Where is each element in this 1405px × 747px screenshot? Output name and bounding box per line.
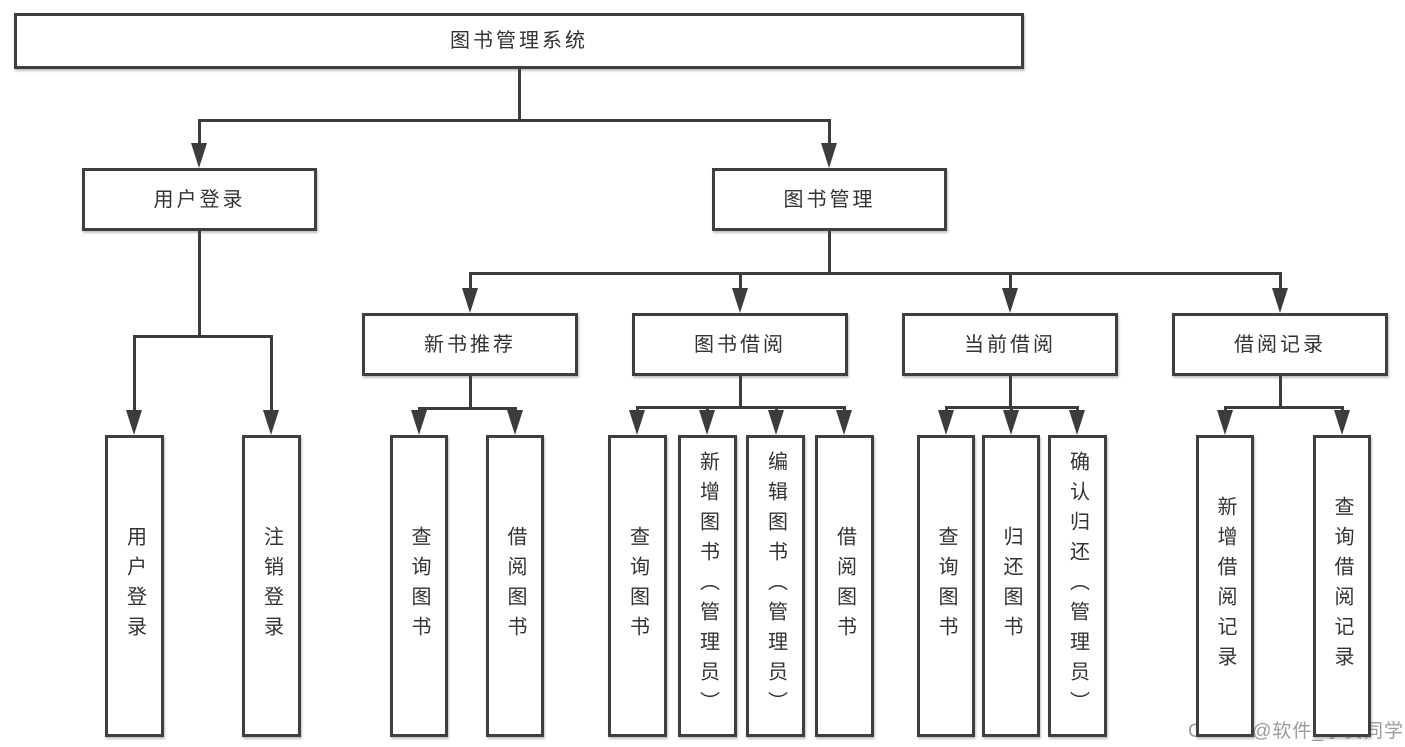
arrow-down-icon	[410, 410, 427, 435]
connector-stem-new-book-children	[468, 376, 472, 410]
connector-drop-new-book-children	[417, 407, 421, 410]
connector-drop-current-borrowing-children	[944, 406, 948, 410]
connector-bus-book-management-children	[468, 272, 1282, 275]
node-leaf-query-book-2: 查询图书	[608, 435, 667, 737]
connector-drop-current-borrowing-children	[1075, 406, 1079, 410]
connector-drop-current-borrowing-children	[1009, 406, 1013, 410]
connector-drop-book-management-children	[1278, 272, 1282, 288]
arrow-down-icon	[506, 410, 523, 435]
node-leaf-confirm-return: 确认归还（管理员）	[1048, 435, 1107, 737]
node-label-leaf-query-book-1: 查询图书	[408, 526, 430, 646]
node-label-leaf-return-book: 归还图书	[1000, 526, 1022, 646]
connector-drop-root-to-level2	[827, 119, 831, 143]
node-book-management: 图书管理	[712, 168, 947, 231]
node-label-leaf-confirm-return: 确认归还（管理员）	[1066, 451, 1089, 721]
connector-drop-new-book-children	[513, 407, 517, 410]
node-label-leaf-query-record: 查询借阅记录	[1331, 496, 1353, 676]
connector-drop-book-borrowing-children	[705, 406, 709, 410]
node-leaf-add-record: 新增借阅记录	[1196, 435, 1254, 737]
arrow-down-icon	[835, 410, 852, 435]
connector-drop-borrow-records-children	[1223, 406, 1227, 410]
arrow-down-icon	[1001, 288, 1018, 313]
connector-drop-borrow-records-children	[1340, 406, 1344, 410]
connector-stem-book-borrowing-children	[738, 376, 742, 409]
node-leaf-borrow-book-1: 借阅图书	[486, 435, 544, 737]
arrow-down-icon	[262, 410, 279, 435]
node-label-leaf-add-record: 新增借阅记录	[1214, 496, 1236, 676]
node-label-user-login-group: 用户登录	[153, 188, 246, 211]
node-label-leaf-borrow-book-1: 借阅图书	[504, 526, 526, 646]
connector-bus-book-borrowing-children	[635, 406, 846, 409]
connector-drop-book-management-children	[468, 272, 472, 288]
arrow-down-icon	[125, 410, 142, 435]
arrow-down-icon	[1068, 410, 1085, 435]
connector-bus-user-login-children	[132, 335, 273, 338]
node-label-leaf-borrow-book-2: 借阅图书	[833, 526, 856, 646]
connector-drop-book-borrowing-children	[842, 406, 846, 410]
arrow-down-icon	[190, 143, 207, 168]
connector-bus-new-book-children	[417, 407, 517, 410]
arrow-down-icon	[1271, 288, 1288, 313]
node-leaf-logout: 注销登录	[242, 435, 301, 737]
node-user-login-group: 用户登录	[82, 168, 317, 231]
node-leaf-query-record: 查询借阅记录	[1313, 435, 1371, 737]
arrow-down-icon	[820, 143, 837, 168]
connector-drop-user-login-children	[269, 335, 273, 410]
node-leaf-edit-book: 编辑图书（管理员）	[746, 435, 805, 737]
arrow-down-icon	[1333, 410, 1350, 435]
connector-stem-borrow-records-children	[1278, 376, 1282, 409]
arrow-down-icon	[1216, 410, 1233, 435]
node-label-book-borrowing: 图书借阅	[694, 333, 786, 356]
node-label-leaf-query-book-2: 查询图书	[626, 526, 649, 646]
arrow-down-icon	[767, 410, 784, 435]
connector-stem-user-login-children	[197, 231, 201, 338]
node-label-book-management: 图书管理	[783, 188, 876, 211]
connector-stem-current-borrowing-children	[1008, 376, 1012, 409]
node-label-current-borrowing: 当前借阅	[964, 333, 1056, 356]
connector-bus-borrow-records-children	[1223, 406, 1344, 409]
node-borrowing-records: 借阅记录	[1172, 313, 1388, 376]
arrow-down-icon	[461, 288, 478, 313]
node-label-new-book-recommend: 新书推荐	[424, 333, 516, 356]
node-label-leaf-edit-book: 编辑图书（管理员）	[764, 451, 787, 721]
connector-drop-user-login-children	[132, 335, 136, 410]
node-leaf-return-book: 归还图书	[982, 435, 1040, 737]
arrow-down-icon	[1002, 410, 1019, 435]
node-leaf-user-login: 用户登录	[105, 435, 164, 737]
node-current-borrowing: 当前借阅	[902, 313, 1118, 376]
node-label-leaf-logout: 注销登录	[260, 526, 283, 646]
arrow-down-icon	[937, 410, 954, 435]
connector-drop-book-borrowing-children	[635, 406, 639, 410]
connector-drop-book-management-children	[1008, 272, 1012, 288]
connector-bus-root-to-level2	[197, 119, 831, 122]
connector-drop-root-to-level2	[197, 119, 201, 143]
node-book-borrowing: 图书借阅	[632, 313, 848, 376]
connector-stem-book-management-children	[827, 231, 831, 275]
node-label-borrowing-records: 借阅记录	[1234, 333, 1326, 356]
connector-drop-book-management-children	[738, 272, 742, 288]
connector-stem-root-to-level2	[517, 69, 521, 122]
node-label-leaf-user-login: 用户登录	[123, 526, 146, 646]
node-label-leaf-query-book-3: 查询图书	[935, 526, 957, 646]
connector-drop-book-borrowing-children	[774, 406, 778, 410]
node-root: 图书管理系统	[14, 13, 1024, 69]
arrow-down-icon	[698, 410, 715, 435]
arrow-down-icon	[731, 288, 748, 313]
node-leaf-add-book: 新增图书（管理员）	[678, 435, 737, 737]
node-label-root: 图书管理系统	[450, 30, 588, 52]
node-leaf-borrow-book-2: 借阅图书	[815, 435, 874, 737]
node-leaf-query-book-3: 查询图书	[917, 435, 975, 737]
node-new-book-recommend: 新书推荐	[362, 313, 578, 376]
node-label-leaf-add-book: 新增图书（管理员）	[696, 451, 719, 721]
arrow-down-icon	[628, 410, 645, 435]
node-leaf-query-book-1: 查询图书	[390, 435, 448, 737]
